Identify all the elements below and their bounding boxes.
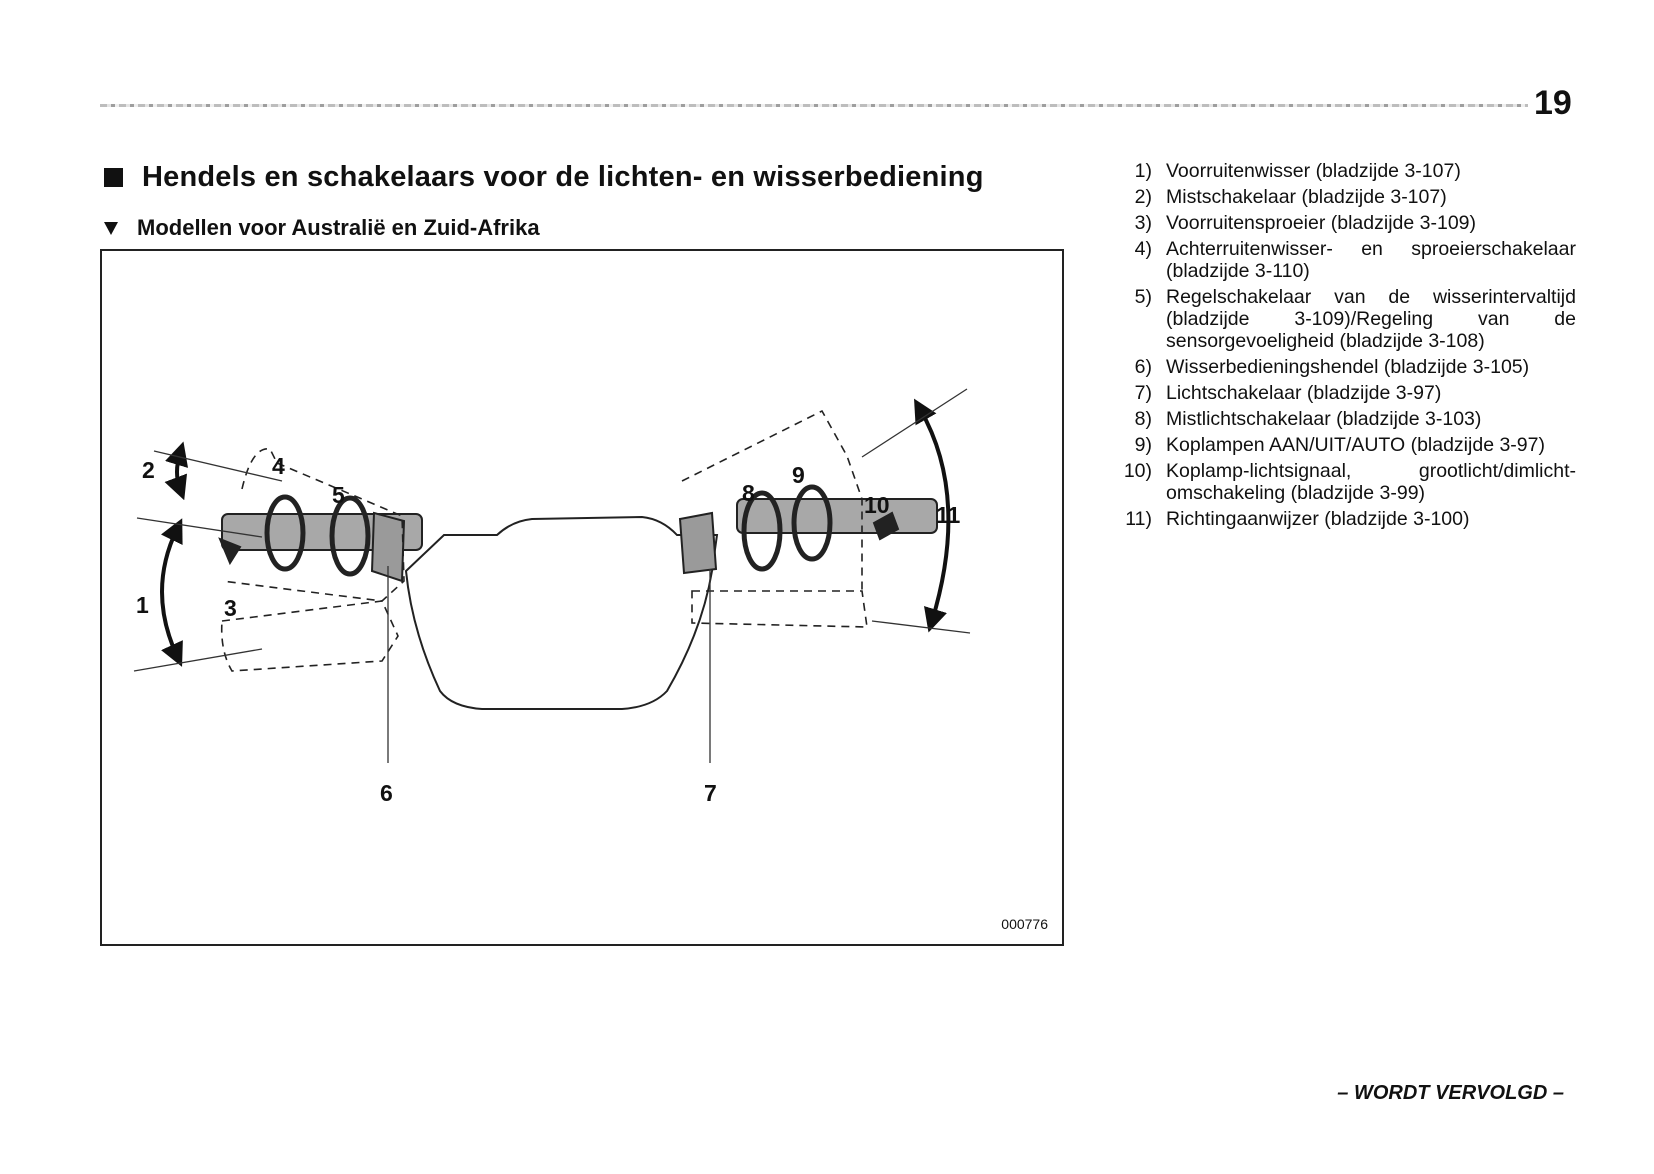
legend-item: 10)Koplamp-lichtsignaal, grootlicht/diml… <box>1123 460 1576 504</box>
callout-6: 6 <box>380 780 393 806</box>
square-bullet-icon <box>104 168 123 187</box>
callout-5: 5 <box>332 482 345 508</box>
callout-8: 8 <box>742 480 755 506</box>
legend-item: 8)Mistlichtschakelaar (bladzijde 3-103) <box>1134 408 1482 430</box>
header-rule <box>100 104 1532 107</box>
sub-title-text: Modellen voor Australië en Zuid-Afrika <box>137 215 540 240</box>
legend-item: 5)Regelschakelaar van de wisserintervalt… <box>1134 286 1576 352</box>
guide-lines <box>133 388 971 763</box>
steering-column-illustration: 1 2 3 4 5 6 7 8 9 10 11 <box>133 388 971 806</box>
figure-code: 000776 <box>1001 916 1048 932</box>
sub-title: Modellen voor Australië en Zuid-Afrika <box>104 215 540 241</box>
legend-item: 7)Lichtschakelaar (bladzijde 3-97) <box>1134 382 1442 404</box>
figure-frame: 1 2 3 4 5 6 7 8 9 10 11 000776 <box>100 249 1064 946</box>
legend-item: 2)Mistschakelaar (bladzijde 3-107) <box>1134 186 1447 208</box>
callout-11: 11 <box>936 502 961 528</box>
callout-4: 4 <box>272 453 285 479</box>
legend-item: 1)Voorruitenwisser (bladzijde 3-107) <box>1134 160 1461 182</box>
section-title: Hendels en schakelaars voor de lichten- … <box>104 161 984 194</box>
legend-list: 1)Voorruitenwisser (bladzijde 3-107) 2)M… <box>1118 160 1576 534</box>
legend-item: 3)Voorruitensproeier (bladzijde 3-109) <box>1134 212 1477 234</box>
callout-2: 2 <box>142 457 155 483</box>
steering-wheel-shape <box>404 515 719 710</box>
callout-7: 7 <box>704 780 717 806</box>
continued-footer: – WORDT VERVOLGD – <box>1337 1082 1564 1104</box>
callout-10: 10 <box>864 492 890 518</box>
legend-item: 6)Wisserbedieningshendel (bladzijde 3-10… <box>1134 356 1530 378</box>
callout-3: 3 <box>224 595 237 621</box>
legend-item: 9)Koplampen AAN/UIT/AUTO (bladzijde 3-97… <box>1134 434 1545 456</box>
legend-item: 11)Richtingaanwijzer (bladzijde 3-100) <box>1125 508 1470 530</box>
section-title-text: Hendels en schakelaars voor de lichten- … <box>142 161 984 193</box>
legend-item: 4)Achterruitenwisser- en sproeierschakel… <box>1134 238 1576 282</box>
page-number: 19 <box>1528 84 1572 123</box>
right-stalk-shape <box>678 409 938 628</box>
callout-1: 1 <box>136 592 149 618</box>
triangle-bullet-icon <box>104 221 118 235</box>
callout-9: 9 <box>792 462 805 488</box>
left-stalk-shape <box>218 448 423 672</box>
